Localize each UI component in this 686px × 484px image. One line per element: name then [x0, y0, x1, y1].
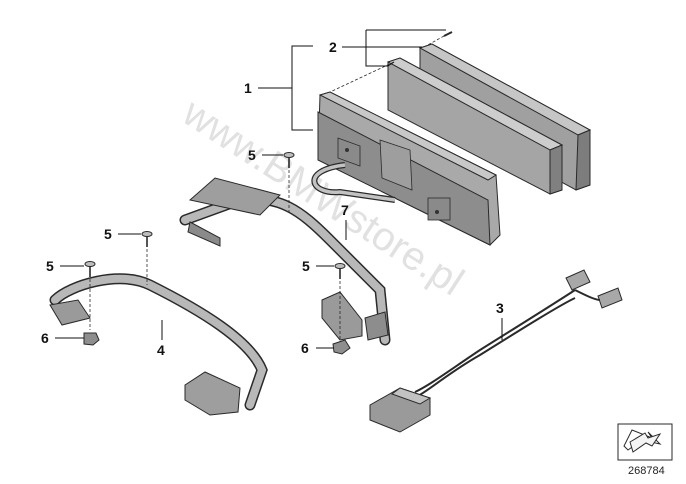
callout-5-upper: 5	[248, 147, 256, 163]
callout-2: 2	[329, 39, 337, 55]
diagram-number: 268784	[628, 465, 665, 477]
lower-handle	[49, 273, 268, 416]
callout-5-left-lower: 5	[46, 258, 54, 274]
pad-front	[386, 57, 564, 195]
nut-6-left	[83, 332, 100, 346]
cable-harness	[369, 269, 623, 433]
screw-5-left-upper	[141, 231, 153, 285]
direction-arrow-icon	[617, 423, 673, 461]
nut-6-right	[332, 339, 351, 355]
callout-5-left-upper: 5	[104, 226, 112, 242]
callout-6-left: 6	[41, 330, 49, 346]
callout-3: 3	[496, 300, 504, 316]
screw-5-right	[334, 263, 346, 345]
callout-7: 7	[341, 202, 349, 218]
callout-5-right: 5	[302, 258, 310, 274]
module-housing	[311, 91, 501, 246]
upper-bracket	[179, 177, 391, 346]
screw-icon	[443, 31, 453, 37]
screw-5-upper	[283, 152, 295, 215]
callout-1: 1	[244, 80, 252, 96]
leader-lines	[55, 29, 503, 349]
callout-4: 4	[157, 342, 165, 358]
callout-6-right: 6	[301, 340, 309, 356]
screw-5-left-lower	[84, 261, 96, 330]
